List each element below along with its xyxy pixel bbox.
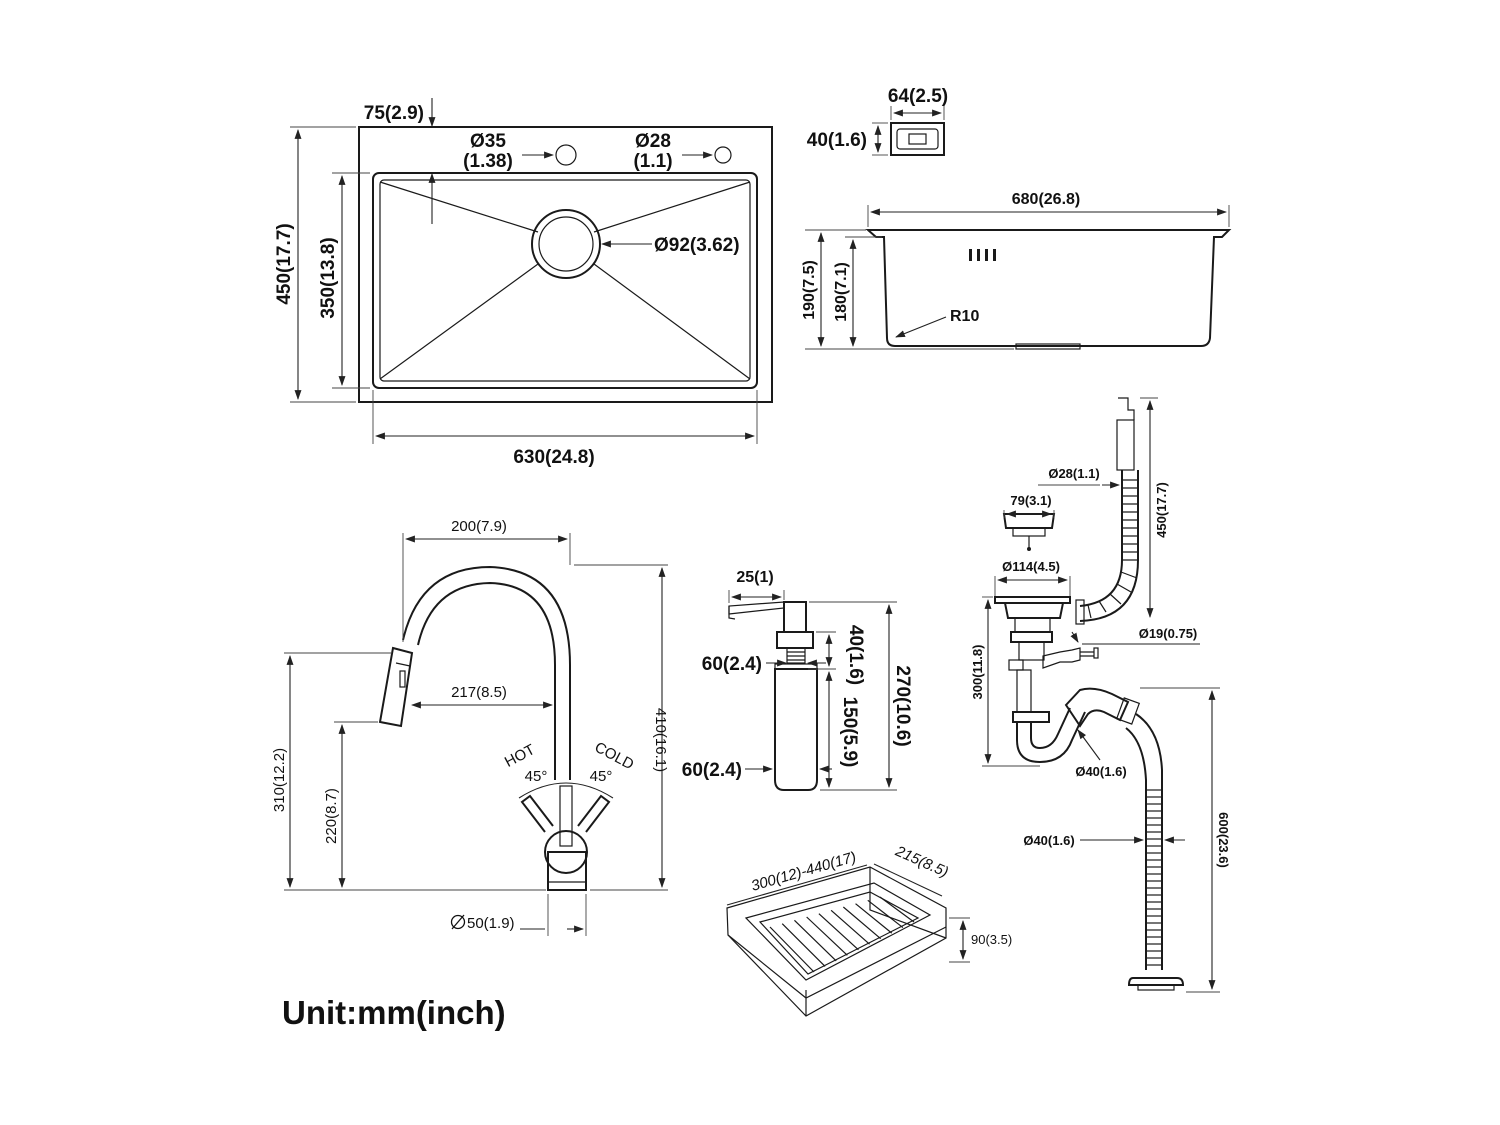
dim-220: 220(8.7) [323,788,340,844]
dim-40-dispenser: 40(1.6) [845,625,866,685]
dim-60-top: 60(2.4) [702,654,762,675]
dim-d114: Ø114(4.5) [1002,559,1060,574]
drain-assembly-view: Ø28(1.1) 450(17.7) 79(3.1) Ø114(4.5) Ø19… [970,397,1231,993]
soap-top-view: 64(2.5) 40(1.6) [807,86,948,156]
dim-450-drain: 450(17.7) [1154,482,1169,538]
dim-300: 300(11.8) [970,645,985,700]
dim-d28-b: (1.1) [633,151,672,172]
sink-top-view: 75(2.9) Ø35 (1.38) Ø28 (1.1) Ø92(3.62) 4… [274,98,773,468]
dim-450: 450(17.7) [274,223,295,304]
diameter-symbol-icon [450,914,466,930]
dim-350: 350(13.8) [318,237,339,318]
dim-79: 79(3.1) [1010,493,1051,508]
faucet-view: HOT COLD 45° 45° 200(7.9) 217(8.5) 310(1… [271,518,669,936]
sink-outline [358,126,773,403]
dim-25: 25(1) [736,569,773,586]
dim-270: 270(10.6) [892,665,913,746]
dim-64: 64(2.5) [888,86,948,107]
dim-200: 200(7.9) [451,518,507,535]
dim-50: 50(1.9) [467,915,515,932]
label-45-right: 45° [590,768,613,785]
dim-60-bottom: 60(2.4) [682,760,742,781]
dim-150: 150(5.9) [839,697,860,768]
soap-dispenser-view: 25(1) 270(10.6) 40(1.6) 150(5.9) 60(2.4)… [682,569,913,791]
drain-basket-view: 300(12)-440(17) 215(8.5) 90(3.5) [726,842,1012,1017]
dim-d28-drain: Ø28(1.1) [1048,466,1099,481]
faucet-hole [555,144,577,166]
dim-d35-b: (1.38) [463,151,513,172]
drain-hole [531,209,601,279]
dim-600: 600(23.6) [1216,812,1231,868]
dim-d40-b: Ø40(1.6) [1023,833,1074,848]
label-45-left: 45° [525,768,548,785]
dim-215: 215(8.5) [892,842,951,881]
dim-190: 190(7.5) [801,260,818,320]
dim-d92: Ø92(3.62) [654,235,740,256]
dim-680: 680(26.8) [1012,191,1081,208]
unit-label: Unit:mm(inch) [282,994,506,1031]
sink-side-view: 680(26.8) 190(7.5) 180(7.1) R10 [801,191,1232,350]
dim-d40-a: Ø40(1.6) [1075,764,1126,779]
dim-40-soap: 40(1.6) [807,130,867,151]
dim-d19: Ø19(0.75) [1139,626,1198,641]
dim-90: 90(3.5) [971,932,1012,947]
dim-75: 75(2.9) [364,103,424,124]
dim-d28-a: Ø28 [635,131,671,152]
dim-630: 630(24.8) [513,447,594,468]
label-hot: HOT [502,741,538,771]
dim-410: 410(16.1) [652,708,669,772]
dim-r10: R10 [950,308,979,325]
dim-310: 310(12.2) [271,748,288,812]
sink-bowl-outline [372,172,758,389]
dim-180: 180(7.1) [833,262,850,322]
dim-217: 217(8.5) [451,684,507,701]
soap-hole [714,146,732,164]
dim-d35-a: Ø35 [470,131,506,152]
